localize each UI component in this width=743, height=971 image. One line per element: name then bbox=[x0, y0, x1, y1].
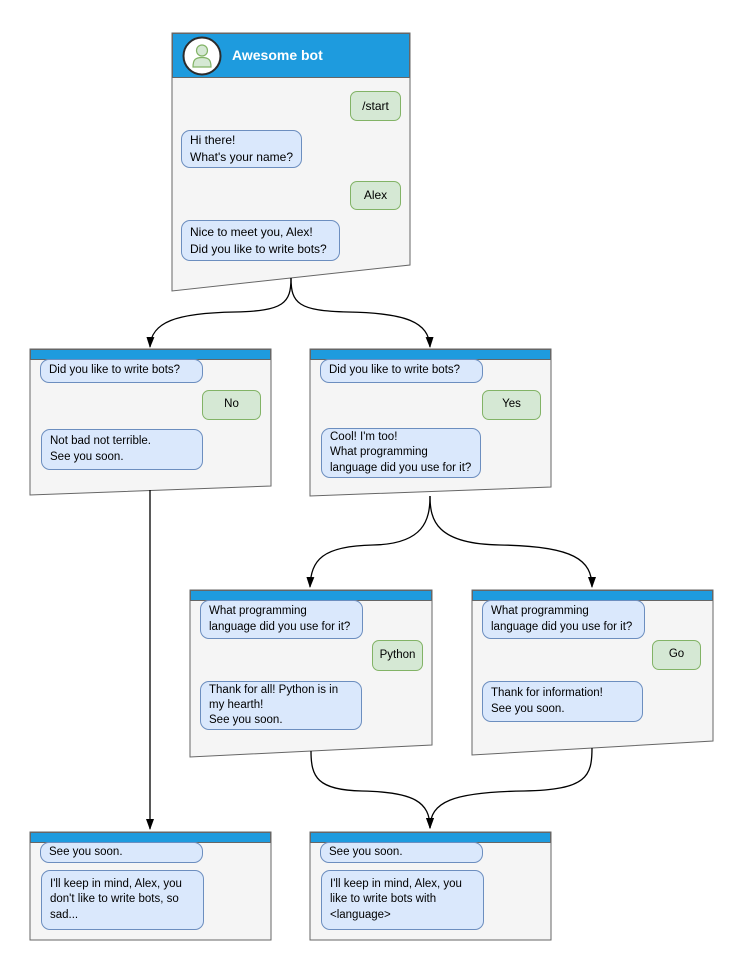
branch-go-question-bubble: What programming language did you use fo… bbox=[482, 600, 645, 639]
branch-go-reply-bubble: Thank for information! See you soon. bbox=[482, 681, 643, 722]
connector-python-to-end bbox=[310, 750, 434, 829]
end-yes-question-bubble: See you soon. bbox=[320, 842, 483, 863]
bot-avatar-icon bbox=[182, 36, 222, 76]
branch-no-answer-bubble: No bbox=[202, 390, 261, 420]
branch-yes-reply-bubble: Cool! I'm too! What programming language… bbox=[321, 428, 481, 478]
branch-yes-answer-bubble: Yes bbox=[482, 390, 541, 420]
main-window-title: Awesome bot bbox=[232, 47, 323, 63]
branch-python-answer-bubble: Python bbox=[372, 640, 423, 671]
branch-python-reply-bubble: Thank for all! Python is in my hearth! S… bbox=[200, 681, 362, 730]
user-message-start: /start bbox=[350, 91, 401, 121]
connector-yes-to-go bbox=[429, 495, 596, 588]
bot-message-nice-to-meet: Nice to meet you, Alex! Did you like to … bbox=[181, 220, 340, 261]
connector-yes-to-python bbox=[306, 495, 431, 588]
branch-no-question-bubble: Did you like to write bots? bbox=[40, 359, 203, 383]
main-window-titlebar bbox=[172, 33, 410, 78]
branch-python-question-bubble: What programming language did you use fo… bbox=[200, 600, 363, 639]
bot-message-greeting: Hi there! What's your name? bbox=[181, 130, 302, 168]
branch-yes-question-bubble: Did you like to write bots? bbox=[320, 359, 483, 383]
branch-go-answer-bubble: Go bbox=[652, 640, 701, 670]
connector-main-to-no bbox=[146, 277, 292, 348]
end-yes-reply-bubble: I'll keep in mind, Alex, you like to wri… bbox=[321, 870, 484, 930]
end-no-question-bubble: See you soon. bbox=[40, 842, 203, 863]
connector-go-to-end bbox=[426, 747, 593, 829]
connector-main-to-yes bbox=[290, 277, 434, 348]
end-no-reply-bubble: I'll keep in mind, Alex, you don't like … bbox=[41, 870, 204, 930]
branch-no-reply-bubble: Not bad not terrible. See you soon. bbox=[41, 429, 203, 470]
user-message-name: Alex bbox=[350, 181, 401, 210]
